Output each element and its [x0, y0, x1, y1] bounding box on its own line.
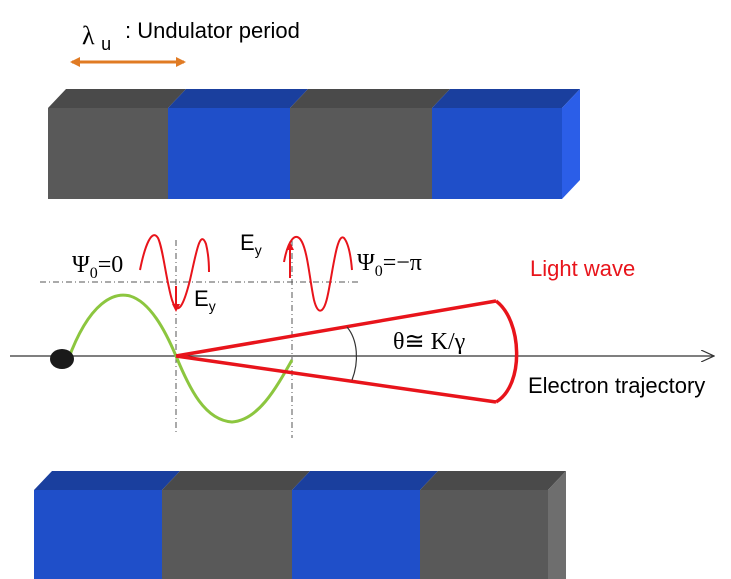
- electron-path: [66, 293, 294, 424]
- bottom-magnet-4-topface: [420, 471, 566, 490]
- e-field-bottom-label: Ey: [194, 286, 216, 314]
- top-magnet-4-sideface: [562, 89, 580, 199]
- electron-trajectory-label: Electron trajectory: [528, 373, 705, 398]
- bottom-magnet-4: [420, 490, 548, 579]
- top-magnet-2-topface: [168, 89, 308, 108]
- top-magnet-1-topface: [48, 89, 186, 108]
- reference-lines: [40, 240, 360, 438]
- top-magnet-3: [290, 108, 432, 199]
- angle-arc: [346, 326, 357, 381]
- light-wave-right: [283, 235, 353, 312]
- light-wave-label: Light wave: [530, 256, 635, 281]
- cone-lower-edge: [175, 354, 497, 404]
- bottom-magnet-1-topface: [34, 471, 180, 490]
- undulator-period-annotation: λ u : Undulator period: [70, 18, 300, 67]
- light-wave-left: [139, 234, 210, 309]
- undulator-period-label: : Undulator period: [125, 18, 300, 43]
- cone-upper-edge: [175, 299, 497, 358]
- electron: [50, 349, 74, 369]
- top-magnet-4-topface: [432, 89, 580, 108]
- top-magnet-4: [432, 108, 562, 199]
- psi-right-label: Ψ0=−π: [357, 250, 422, 280]
- top-magnet-1: [48, 108, 168, 199]
- bottom-magnet-row: [34, 471, 566, 579]
- psi-left-label: Ψ0=0: [72, 252, 123, 282]
- e-field-top-label: Ey: [240, 230, 262, 258]
- bottom-magnet-3-topface: [292, 471, 438, 490]
- top-magnet-2: [168, 108, 290, 199]
- top-magnet-row: [48, 89, 580, 199]
- lambda-symbol: λ: [82, 21, 95, 50]
- light-cone: [175, 299, 519, 404]
- lambda-subscript: u: [101, 34, 111, 54]
- theta-relation-label: θ≅ K/γ: [393, 329, 466, 355]
- bottom-magnet-3: [292, 490, 420, 579]
- svg-text:λ u: λ u: [82, 21, 111, 54]
- bottom-magnet-2-topface: [162, 471, 310, 490]
- top-magnet-3-topface: [290, 89, 450, 108]
- bottom-magnet-2: [162, 490, 292, 579]
- bottom-magnet-1: [34, 490, 162, 579]
- cone-cap: [494, 299, 519, 404]
- bottom-magnet-4-sideface: [548, 471, 566, 579]
